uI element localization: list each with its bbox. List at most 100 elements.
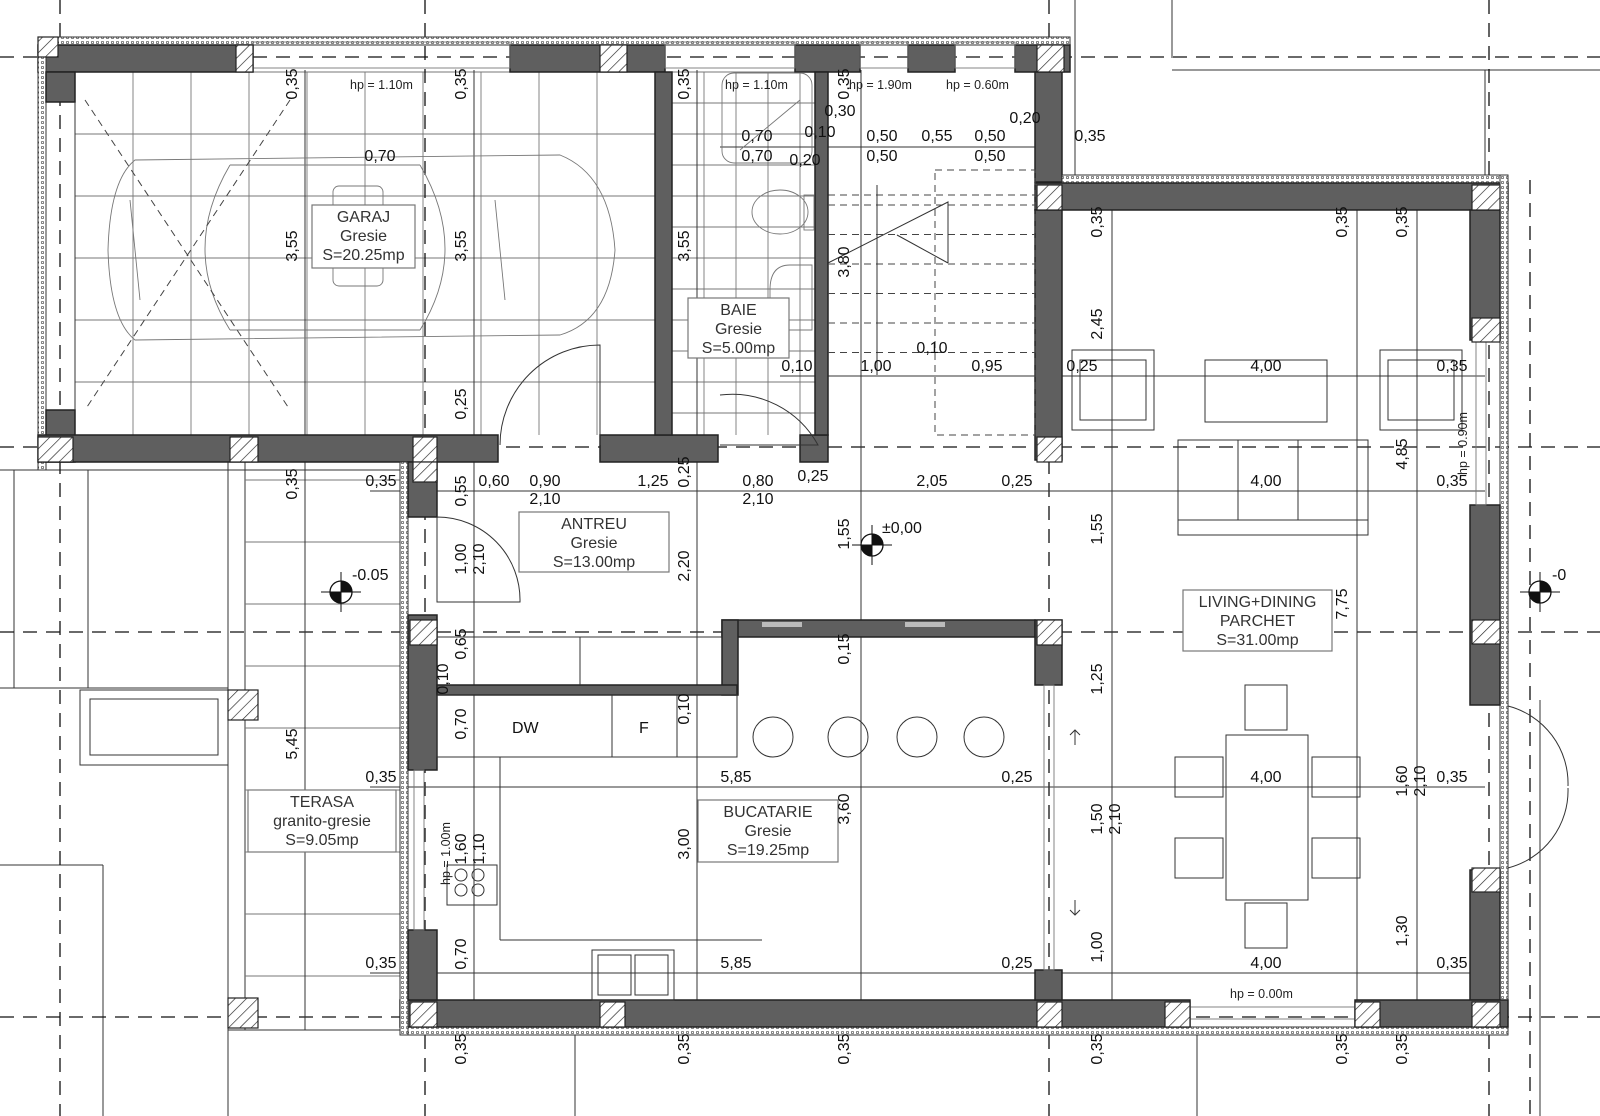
room-area: S=5.00mp [702, 340, 775, 357]
dimension-label: 3,00 [676, 828, 693, 859]
dimension-label: 7,75 [1334, 588, 1351, 619]
elevation-marker: ±0,00 [852, 520, 922, 565]
room-area: S=31.00mp [1216, 632, 1298, 649]
dimension-label: 0,25 [1001, 955, 1032, 972]
dimension-label: 4,00 [1250, 358, 1281, 375]
sill-height-label: hp = 1.10m [350, 78, 413, 92]
dimension-label: 0,35 [836, 1033, 853, 1064]
dimension-label: 0,80 [742, 473, 773, 490]
elevation-label: -0.05 [352, 567, 389, 584]
dimension-label: 0,30 [824, 103, 855, 120]
dimension-label: 0,70 [364, 148, 395, 165]
doors [436, 344, 1569, 869]
dimension-label: 2,10 [742, 491, 773, 508]
elevation-label: ±0,00 [882, 520, 922, 537]
dimension-label: 1,55 [1089, 513, 1106, 544]
sill-height-label: hp = 1.10m [725, 78, 788, 92]
room-finish: granito-gresie [273, 813, 371, 830]
dimension-label: 0,35 [1394, 1033, 1411, 1064]
dimension-label: 0,25 [676, 456, 693, 487]
dimension-label: 4,85 [1394, 438, 1411, 469]
room-area: S=20.25mp [322, 247, 404, 264]
dimension-label: 0,35 [1436, 358, 1467, 375]
dimension-label: 0,70 [741, 128, 772, 145]
dimension-label: 0,35 [1089, 1033, 1106, 1064]
dimension-label: 0,50 [974, 148, 1005, 165]
dimension-label: 0,55 [453, 475, 470, 506]
dimension-label: 0,25 [1001, 473, 1032, 490]
room-finish: Gresie [715, 321, 762, 338]
dimension-label: 0,60 [478, 473, 509, 490]
sill-height-label: hp = 1.00m [439, 822, 453, 885]
bathroom-fixtures [721, 72, 815, 331]
dimension-label: 4,00 [1250, 955, 1281, 972]
dimension-label: 1,60 [1394, 765, 1411, 796]
living-furniture [1069, 349, 1463, 949]
dimension-label: 3,55 [284, 230, 301, 261]
car-outline [107, 154, 616, 341]
dimension-label: 3,55 [453, 230, 470, 261]
dimension-label: 0,55 [921, 128, 952, 145]
room-name: GARAJ [337, 209, 390, 226]
walls [37, 36, 1509, 1036]
dimension-label: 0,10 [676, 693, 693, 724]
dimension-label: 0,65 [453, 628, 470, 659]
dimension-label: 3,80 [836, 246, 853, 277]
dimension-label: 0,35 [1074, 128, 1105, 145]
dimension-label: 1,10 [471, 833, 488, 864]
dimension-label: 0,35 [1394, 206, 1411, 237]
dishwasher-label: DW [512, 720, 540, 737]
room-finish: Gresie [340, 228, 387, 245]
elevation-marker: -0.05 [321, 567, 389, 612]
dimension-label: 0,10 [916, 340, 947, 357]
dimension-label: 0,20 [1009, 110, 1040, 127]
dimension-label: 2,10 [471, 543, 488, 574]
dimension-label: 0,90 [529, 473, 560, 490]
room-finish: PARCHET [1220, 613, 1295, 630]
dimension-label: 1,50 [1089, 803, 1106, 834]
kitchen-furniture [436, 636, 1005, 1001]
dimension-label: 5,45 [284, 728, 301, 759]
dimension-label: 0,35 [676, 1033, 693, 1064]
dimension-label: 0,35 [676, 68, 693, 99]
dimension-label: 0,35 [284, 68, 301, 99]
dimension-label: 1,60 [453, 833, 470, 864]
dimension-label: 0,15 [836, 633, 853, 664]
garage-diagonals [84, 99, 291, 411]
room-name: ANTREU [561, 516, 627, 533]
dimension-label: 0,70 [453, 708, 470, 739]
sill-height-label: hp = 0.90m [1456, 412, 1470, 475]
dimension-label: 0,35 [453, 68, 470, 99]
room-finish: Gresie [744, 823, 791, 840]
dimension-label: 0,35 [1089, 206, 1106, 237]
dimension-label: 0,35 [1436, 769, 1467, 786]
dimension-label: 1,00 [860, 358, 891, 375]
dimension-label: 0,35 [1334, 1033, 1351, 1064]
room-area: S=9.05mp [285, 832, 358, 849]
dimension-label: 1,30 [1394, 915, 1411, 946]
dimension-label: 0,95 [971, 358, 1002, 375]
dimension-label: 0,35 [1334, 206, 1351, 237]
dimension-label: 0,35 [1436, 473, 1467, 490]
dimension-label: 3,60 [836, 793, 853, 824]
staircase [827, 169, 1036, 436]
dimension-label: 1,55 [836, 518, 853, 549]
dimension-label: 0,25 [1001, 769, 1032, 786]
dimension-label: 0,10 [435, 663, 452, 694]
dimension-label: 0,20 [789, 152, 820, 169]
dimension-label: 0,35 [284, 468, 301, 499]
dimension-label: 1,00 [1089, 931, 1106, 962]
dimension-label: 5,85 [720, 955, 751, 972]
dimension-label: 1,25 [1089, 663, 1106, 694]
dimension-label: 5,85 [720, 769, 751, 786]
dimension-label: 0,35 [365, 473, 396, 490]
dimension-label: 0,10 [781, 358, 812, 375]
